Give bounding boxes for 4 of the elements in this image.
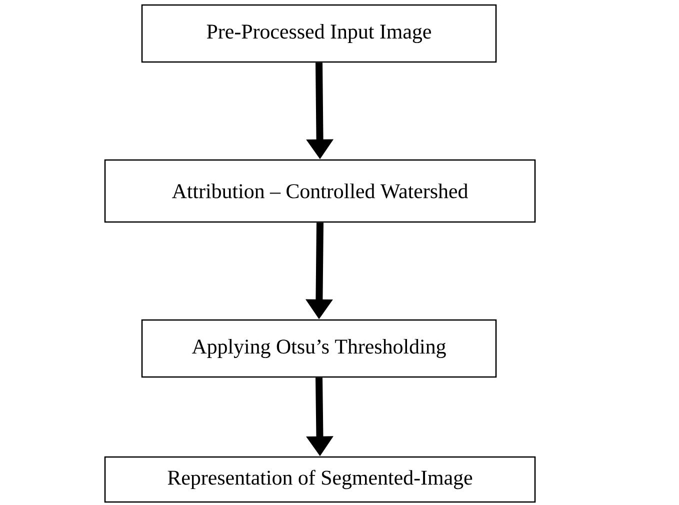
- process-box: Pre-Processed Input Image: [141, 4, 497, 63]
- process-box: Applying Otsu’s Thresholding: [141, 319, 497, 378]
- process-box: Attribution – Controlled Watershed: [104, 159, 536, 223]
- process-box: Representation of Segmented-Image: [104, 456, 536, 503]
